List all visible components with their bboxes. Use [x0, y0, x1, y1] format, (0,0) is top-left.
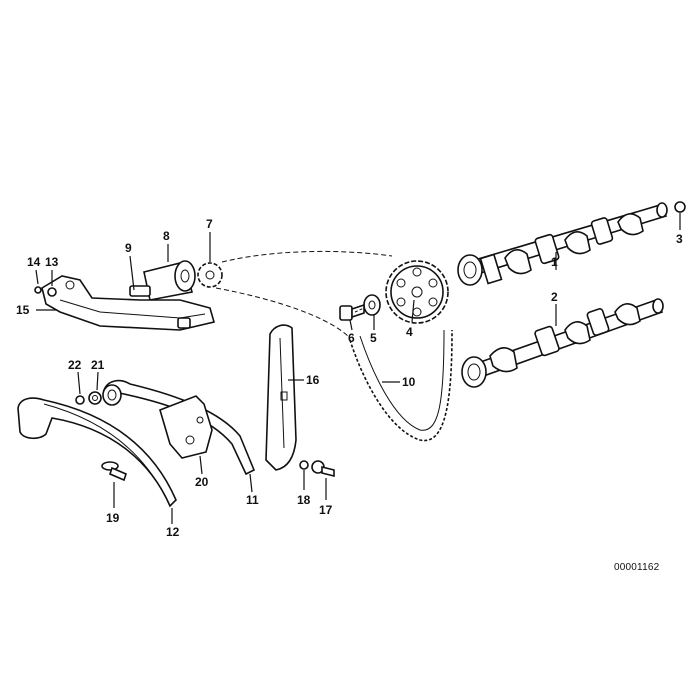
tensioner-rail [265, 324, 297, 471]
label-part-6: 6 [348, 331, 355, 345]
washer-part [363, 294, 381, 316]
small-sprocket [197, 262, 223, 288]
label-part-12: 12 [166, 525, 180, 539]
label-part-9: 9 [125, 241, 132, 255]
label-part-18: 18 [297, 493, 311, 507]
label-part-10: 10 [402, 375, 416, 389]
label-part-11: 11 [246, 493, 259, 507]
nut-part-13 [47, 287, 57, 297]
hub-assembly [129, 260, 196, 301]
washer-part-18 [299, 460, 309, 470]
curved-guide-rail [17, 397, 177, 508]
upper-guide-rail [41, 275, 215, 331]
washer-part-21 [88, 391, 102, 405]
assembly-lines [215, 250, 393, 339]
label-part-20: 20 [195, 475, 209, 489]
bolt-part-6 [339, 303, 365, 321]
label-part-16: 16 [306, 373, 320, 387]
label-part-19: 19 [106, 511, 120, 525]
plug-part [674, 201, 686, 213]
camshaft-sprocket [385, 260, 449, 324]
label-part-22: 22 [68, 358, 82, 372]
timing-chain [349, 329, 453, 442]
label-part-15: 15 [16, 303, 30, 317]
label-part-3: 3 [676, 232, 683, 246]
label-part-5: 5 [370, 331, 377, 345]
label-part-8: 8 [163, 229, 170, 243]
bolt-part-19 [101, 461, 127, 482]
label-part-14: 14 [27, 255, 41, 269]
label-part-2: 2 [551, 290, 558, 304]
label-part-17: 17 [319, 503, 333, 517]
label-part-7: 7 [206, 217, 213, 231]
camshaft-lower [461, 298, 664, 388]
label-part-4: 4 [406, 325, 413, 339]
document-id: 00001162 [614, 562, 660, 573]
label-part-21: 21 [91, 358, 105, 372]
washer-part-14 [34, 286, 42, 294]
camshaft-upper [457, 202, 668, 286]
leader-lines [35, 213, 681, 524]
bracket-part [159, 395, 213, 459]
washer-part-22 [75, 395, 85, 405]
label-part-1: 1 [551, 255, 558, 269]
bolt-part-17 [311, 460, 335, 478]
label-part-13: 13 [45, 255, 59, 269]
